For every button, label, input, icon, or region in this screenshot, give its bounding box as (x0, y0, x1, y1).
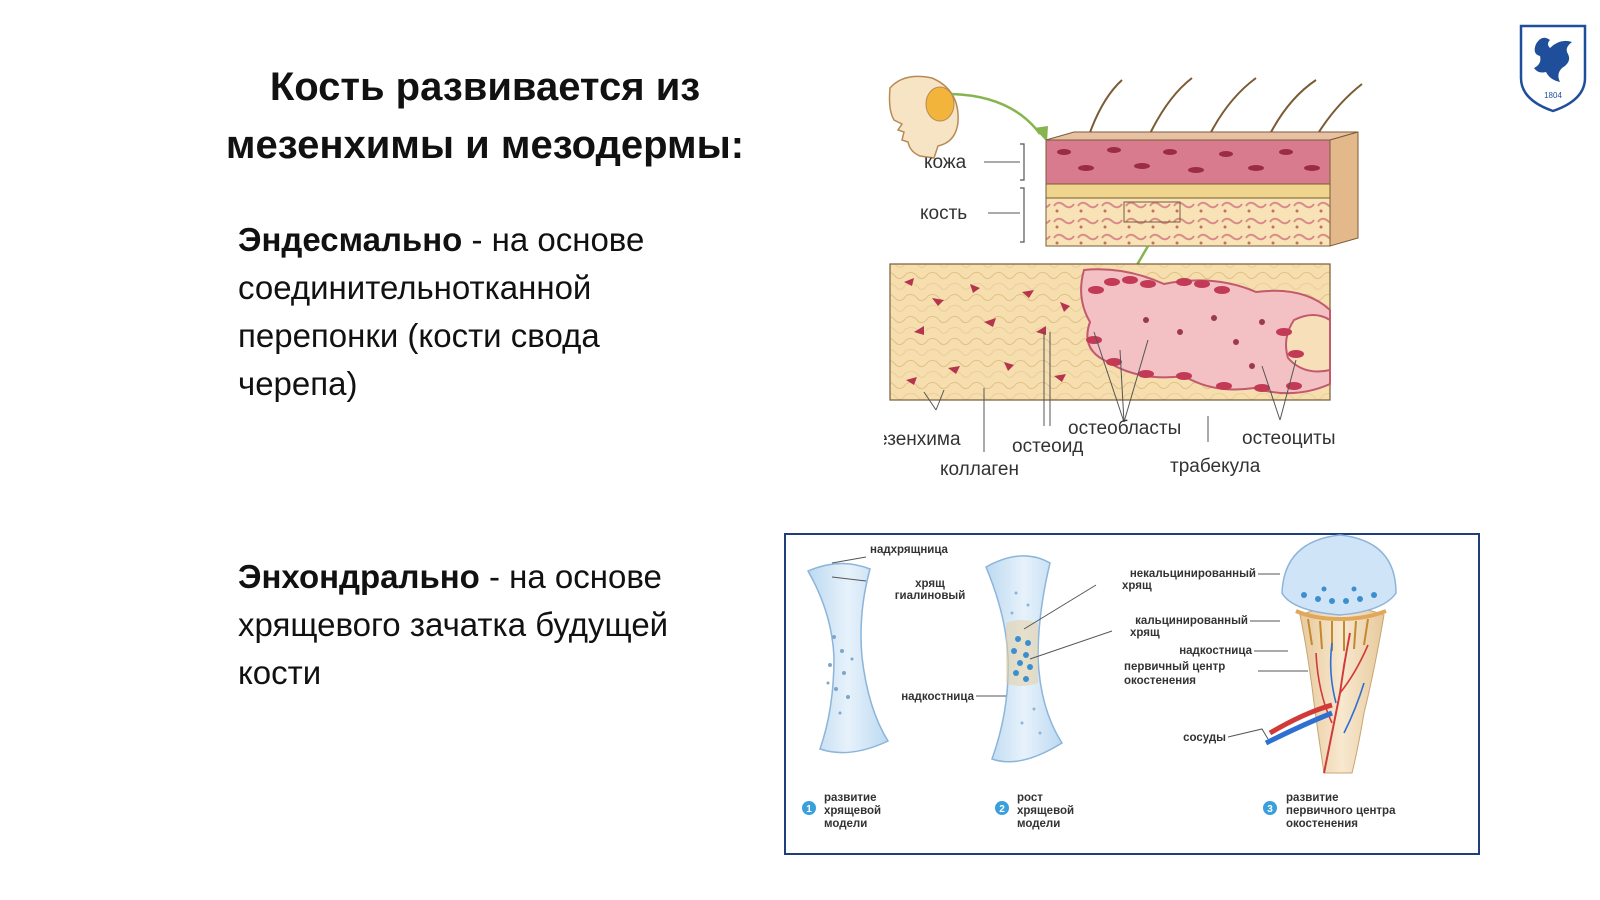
stage1-line3: модели (824, 818, 867, 830)
label-hyaline-l2: гиалиновый (895, 590, 966, 602)
infant-head-illustration (888, 75, 959, 159)
para1-line4: черепа) (238, 365, 358, 402)
para1-line2: соединительнотканной (238, 269, 592, 306)
label-primary-center-l1: первичный центр (1124, 661, 1225, 673)
label-periosteum-right: надкостница (1179, 645, 1252, 657)
paragraph-enchondral: Энхондрально - на основе хрящевого зачат… (238, 553, 758, 697)
label-skin: кожа (924, 152, 967, 173)
paragraph-desmal: Эндесмально - на основе соединительнотка… (238, 216, 758, 408)
para2-line3: кости (238, 654, 322, 691)
label-osteoblasts: остеобласты (1068, 418, 1181, 439)
stage-caption-1: 1 развитие хрящевой модели (802, 792, 881, 830)
para2-line2: хрящевого зачатка будущей (238, 606, 669, 643)
arrow-to-block (951, 92, 1042, 135)
stage-number-2: 2 (999, 804, 1005, 815)
figure-enchondral-ossification: надхрящница хрящ гиалиновый надкостница … (784, 533, 1480, 855)
stage1-line1: развитие (824, 792, 877, 804)
stage3-line2: первичного центра (1286, 805, 1396, 817)
stage-number-1: 1 (806, 804, 812, 815)
stage2-line3: модели (1017, 818, 1060, 830)
stage3-line3: окостенения (1286, 818, 1358, 830)
bone-model-stage3 (1264, 534, 1397, 774)
stage3-line1: развитие (1286, 792, 1339, 804)
label-perichondrium: надхрящница (870, 544, 949, 556)
tissue-block (1045, 131, 1359, 247)
label-calcified-l1: кальцинированный (1135, 615, 1248, 627)
dragon-icon (1534, 37, 1572, 82)
label-uncalcified-l2: хрящ (1122, 580, 1152, 592)
stage-number-3: 3 (1267, 804, 1273, 815)
label-hyaline-l1: хрящ (915, 578, 945, 590)
label-trabecula: трабекула (1170, 456, 1261, 477)
stage2-line1: рост (1017, 792, 1043, 804)
label-bone: кость (920, 203, 967, 224)
para1-line3: перепонки (кости свода (238, 317, 600, 354)
stage-caption-2: 2 рост хрящевой модели (995, 792, 1074, 830)
label-uncalcified-l1: некальцинированный (1130, 568, 1256, 580)
title-line-1: Кость развивается из (269, 65, 701, 109)
label-mesenchyme: мезенхима (884, 429, 961, 450)
logo-year: 1804 (1544, 91, 1562, 100)
title-line-2: мезенхимы и мезодермы: (225, 123, 745, 167)
cartilage-model-stage2 (985, 555, 1064, 763)
university-logo: 1804 (1519, 24, 1587, 113)
cartilage-model-stage1 (806, 562, 890, 754)
label-periosteum-mid: надкостница (901, 691, 974, 703)
term-enchondral: Энхондрально (238, 558, 480, 595)
figure-desmal-ossification: кожа кость (884, 75, 1363, 480)
stage1-line2: хрящевой (824, 805, 881, 817)
term-desmal: Эндесмально (238, 221, 463, 258)
label-primary-center-l2: окостенения (1124, 675, 1196, 687)
para2-line1-rest: - на основе (479, 558, 662, 595)
label-osteocytes: остеоциты (1242, 428, 1336, 449)
slide-title: Кость развивается из мезенхимы и мезодер… (190, 58, 780, 174)
stage2-line2: хрящевой (1017, 805, 1074, 817)
para1-line1-rest: - на основе (462, 221, 645, 258)
label-osteoid: остеоид (1012, 436, 1083, 457)
label-collagen: коллаген (940, 459, 1019, 480)
label-vessels: сосуды (1183, 732, 1226, 744)
magnified-tissue-panel (889, 263, 1331, 401)
label-calcified-l2: хрящ (1130, 627, 1160, 639)
stage-caption-3: 3 развитие первичного центра окостенения (1263, 792, 1396, 830)
